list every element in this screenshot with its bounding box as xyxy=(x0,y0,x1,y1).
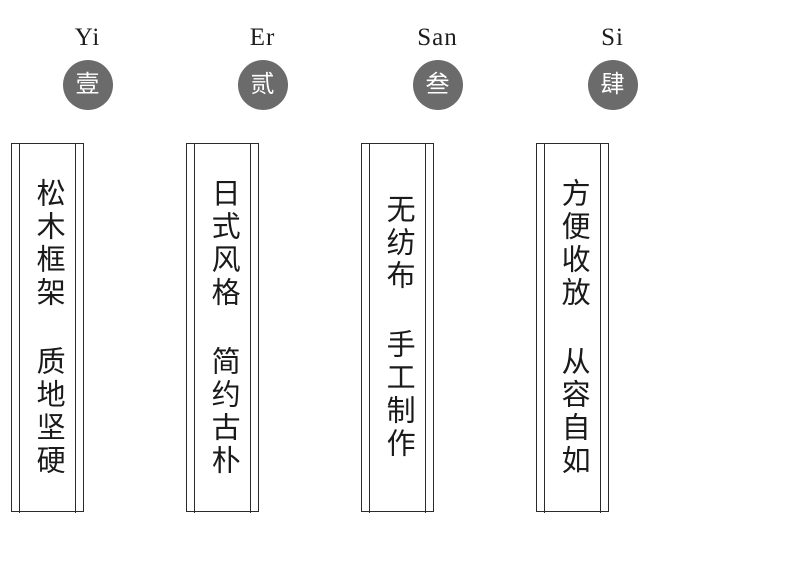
panel-inner-4: 方便收放 从容自如 xyxy=(546,144,599,511)
vertical-body-text-1: 松木框架 质地坚硬 xyxy=(32,177,65,478)
column-header-1: Yi 壹 xyxy=(0,0,175,135)
roman-label-1: Yi xyxy=(74,24,101,51)
index-badge-4: 肆 xyxy=(587,60,638,110)
vertical-body-text-3: 无纺布 手工制作 xyxy=(382,194,415,461)
feature-column-3: San 叁 无纺布 手工制作 xyxy=(350,0,525,563)
framed-panel-4: 方便收放 从容自如 xyxy=(536,142,609,513)
feature-column-1: Yi 壹 松木框架 质地坚硬 xyxy=(0,0,175,563)
roman-label-3: San xyxy=(417,24,458,51)
roman-label-2: Er xyxy=(249,24,276,51)
panel-inner-2: 日式风格 简约古朴 xyxy=(196,144,249,511)
index-badge-3: 叁 xyxy=(412,60,463,110)
framed-panel-3: 无纺布 手工制作 xyxy=(361,142,434,513)
index-badge-1: 壹 xyxy=(62,60,113,110)
column-header-3: San 叁 xyxy=(350,0,525,135)
framed-panel-2: 日式风格 简约古朴 xyxy=(186,142,259,513)
feature-column-4: Si 肆 方便收放 从容自如 xyxy=(525,0,700,563)
roman-label-4: Si xyxy=(601,24,624,51)
column-header-2: Er 贰 xyxy=(175,0,350,135)
panel-inner-3: 无纺布 手工制作 xyxy=(371,144,424,511)
framed-panel-1: 松木框架 质地坚硬 xyxy=(11,142,84,513)
vertical-body-text-2: 日式风格 简约古朴 xyxy=(207,177,240,478)
column-header-4: Si 肆 xyxy=(525,0,700,135)
feature-column-2: Er 贰 日式风格 简约古朴 xyxy=(175,0,350,563)
vertical-body-text-4: 方便收放 从容自如 xyxy=(557,177,590,478)
index-badge-2: 贰 xyxy=(237,60,288,110)
panel-inner-1: 松木框架 质地坚硬 xyxy=(21,144,74,511)
